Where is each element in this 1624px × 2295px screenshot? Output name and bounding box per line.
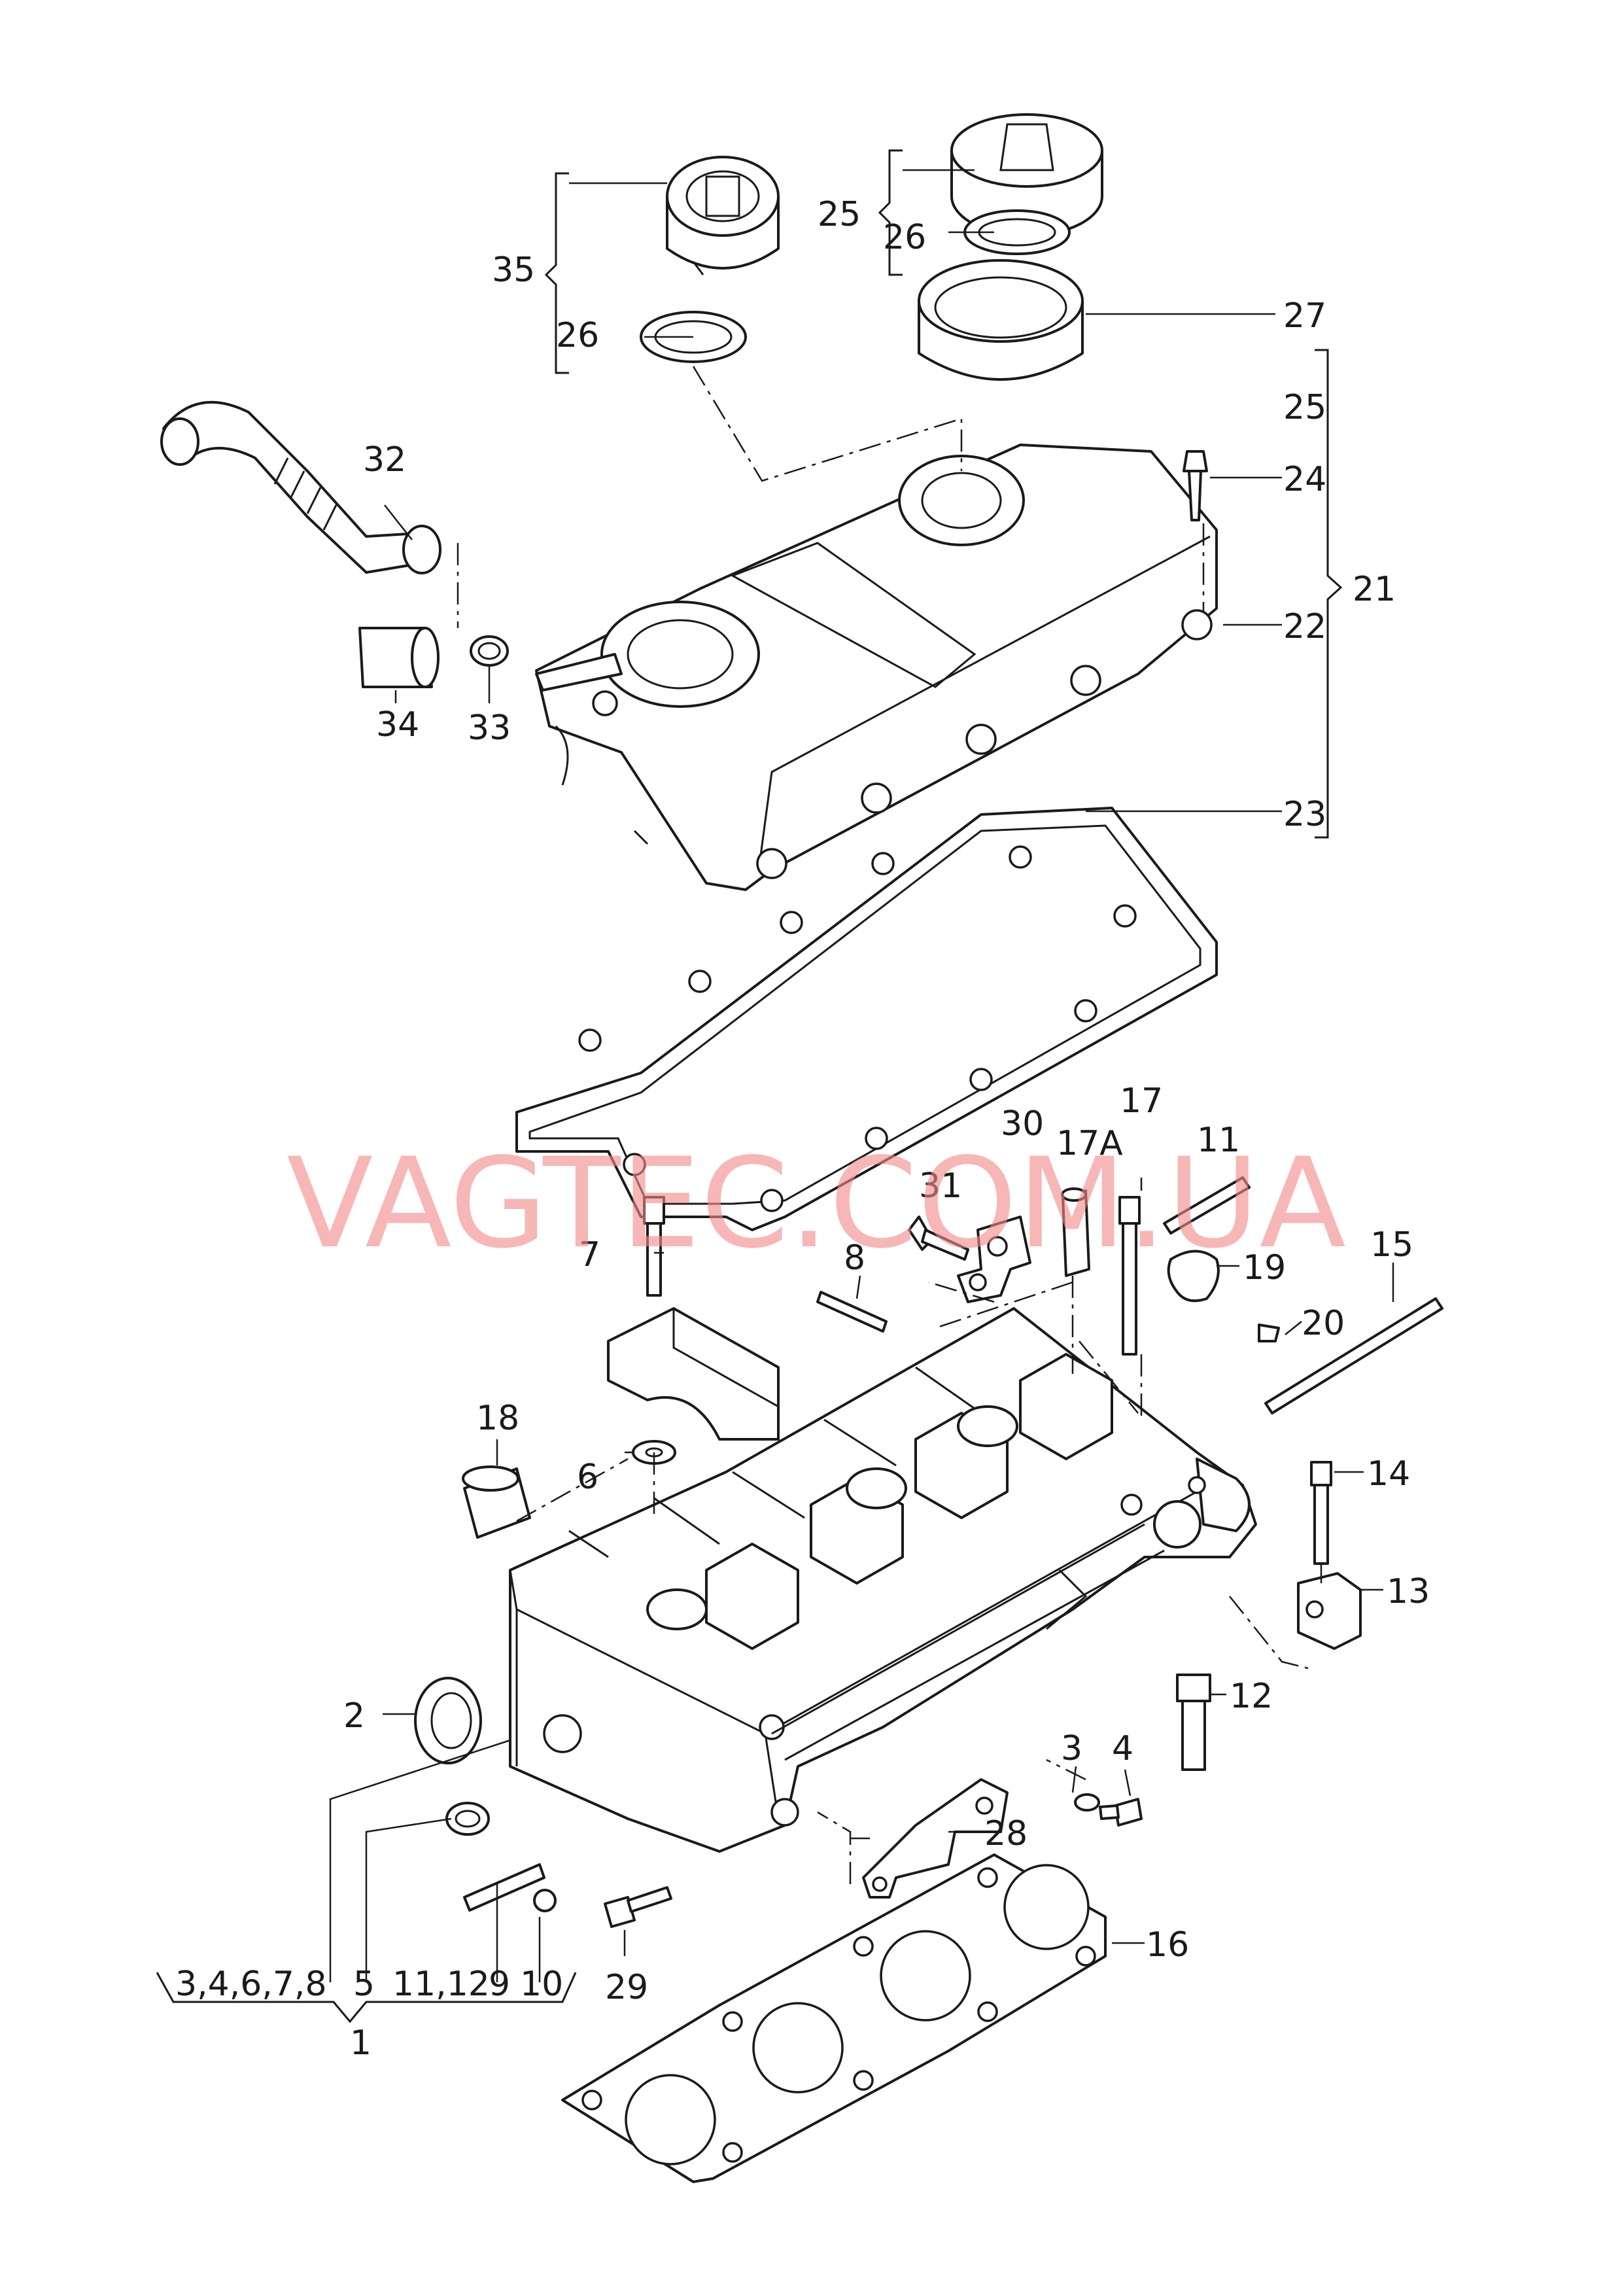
label-11-top: 11 bbox=[1197, 1121, 1240, 1160]
valve-cover bbox=[535, 444, 1218, 891]
label-28: 28 bbox=[984, 1814, 1028, 1853]
label-14: 14 bbox=[1367, 1454, 1410, 1494]
label-21: 21 bbox=[1353, 570, 1396, 609]
label-19: 19 bbox=[1243, 1248, 1286, 1288]
label-6: 6 bbox=[577, 1458, 598, 1497]
label-30: 30 bbox=[1001, 1104, 1044, 1144]
bolt-29 bbox=[604, 1886, 672, 1928]
washer-3 bbox=[1074, 1793, 1100, 1812]
cylinder-head bbox=[509, 1307, 1257, 1853]
label-20: 20 bbox=[1302, 1304, 1345, 1343]
hose-sleeve bbox=[358, 627, 440, 688]
label-1: 1 bbox=[350, 2023, 371, 2063]
cover-bolt bbox=[1183, 450, 1208, 521]
label-35: 35 bbox=[492, 251, 535, 290]
label-29: 29 bbox=[605, 1968, 648, 2007]
cover-gasket bbox=[515, 807, 1218, 1231]
stud-17 bbox=[1118, 1196, 1141, 1356]
label-17a: 17A bbox=[1056, 1124, 1123, 1163]
clip-19 bbox=[1167, 1250, 1220, 1303]
label-25-top: 25 bbox=[818, 195, 861, 234]
part-labels: 35 26 25 26 27 25 24 21 22 23 32 34 33 3… bbox=[175, 195, 1430, 2063]
label-1-group: 3,4,6,7,8 bbox=[175, 1965, 327, 2004]
label-11-12: 11,12 bbox=[392, 1965, 490, 2004]
bolt-31 bbox=[908, 1216, 969, 1261]
ball-10 bbox=[533, 1889, 557, 1912]
label-26-left: 26 bbox=[556, 316, 599, 355]
leader-lines bbox=[329, 169, 1394, 1982]
label-7: 7 bbox=[579, 1235, 600, 1274]
clip-20 bbox=[1258, 1323, 1280, 1342]
label-4: 4 bbox=[1112, 1729, 1133, 1768]
rod-15 bbox=[1264, 1297, 1443, 1414]
label-17: 17 bbox=[1120, 1081, 1163, 1121]
label-8: 8 bbox=[844, 1238, 865, 1278]
label-15: 15 bbox=[1370, 1225, 1413, 1265]
stud-9 bbox=[463, 1863, 545, 1912]
bearing-cap bbox=[607, 1307, 780, 1441]
label-31: 31 bbox=[919, 1166, 962, 1206]
label-22: 22 bbox=[1283, 607, 1326, 646]
bolt-4 bbox=[1099, 1798, 1143, 1827]
head-gasket bbox=[561, 1853, 1107, 2183]
label-3: 3 bbox=[1061, 1729, 1082, 1768]
bolt-12 bbox=[1176, 1673, 1211, 1771]
bolt-14 bbox=[1310, 1461, 1332, 1565]
label-25-side: 25 bbox=[1283, 388, 1326, 427]
hose-clamp bbox=[470, 635, 509, 667]
label-10: 10 bbox=[520, 1965, 563, 2004]
breather-hose bbox=[160, 400, 441, 574]
brace-35 bbox=[544, 172, 569, 374]
brace-25-top bbox=[878, 149, 903, 276]
sleeve-17a bbox=[1061, 1187, 1090, 1277]
label-13: 13 bbox=[1387, 1572, 1430, 1611]
brace-1 bbox=[156, 1972, 577, 2023]
label-27: 27 bbox=[1283, 296, 1326, 336]
label-32: 32 bbox=[363, 440, 406, 480]
label-23: 23 bbox=[1283, 795, 1326, 834]
label-16: 16 bbox=[1146, 1925, 1189, 1965]
label-34: 34 bbox=[376, 705, 419, 745]
bolt-7 bbox=[643, 1196, 665, 1297]
label-26-right: 26 bbox=[883, 218, 926, 257]
brace-21 bbox=[1315, 349, 1343, 839]
filler-neck-seal bbox=[918, 259, 1084, 381]
camshaft-oil-seal bbox=[414, 1677, 482, 1764]
label-33: 33 bbox=[468, 709, 511, 748]
label-5: 5 bbox=[353, 1965, 375, 2004]
watermark-text: VAGTEC.COM.UA bbox=[286, 1131, 1346, 1276]
sleeve-18 bbox=[462, 1465, 531, 1539]
label-9: 9 bbox=[489, 1965, 510, 2004]
breather-valve bbox=[666, 156, 780, 275]
pin-11 bbox=[1163, 1176, 1251, 1235]
plug-5 bbox=[445, 1802, 490, 1836]
label-24: 24 bbox=[1283, 460, 1326, 499]
bracket-30 bbox=[957, 1216, 1031, 1303]
stud-8 bbox=[816, 1291, 888, 1333]
block-13 bbox=[1297, 1572, 1362, 1650]
label-18: 18 bbox=[476, 1399, 519, 1438]
label-12: 12 bbox=[1230, 1677, 1273, 1716]
label-2: 2 bbox=[343, 1696, 365, 1736]
bracket-28 bbox=[862, 1778, 1009, 1899]
